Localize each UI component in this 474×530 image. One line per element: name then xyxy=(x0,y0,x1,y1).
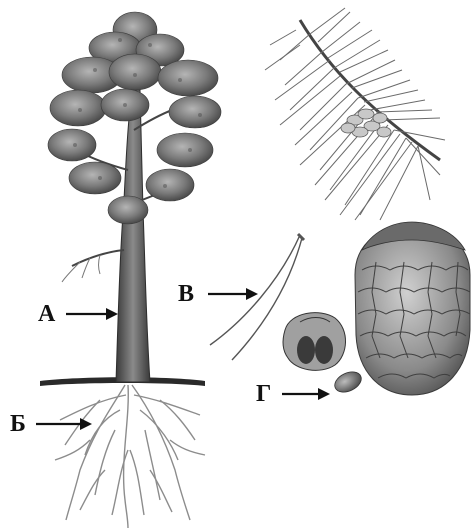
mature-cone xyxy=(355,222,470,395)
label-g: Г xyxy=(256,382,271,406)
seed xyxy=(332,368,365,396)
label-a: А xyxy=(38,302,55,326)
arrow-g xyxy=(282,388,330,400)
pine-branch xyxy=(265,8,445,220)
male-cones xyxy=(341,109,391,137)
label-b: Б xyxy=(10,412,26,436)
trunk xyxy=(116,90,150,382)
root-system xyxy=(55,385,205,528)
arrow-a xyxy=(66,308,118,320)
label-v: В xyxy=(178,282,194,306)
pine-tree xyxy=(40,12,221,528)
arrow-v xyxy=(208,288,258,300)
seed-scale xyxy=(283,313,345,371)
